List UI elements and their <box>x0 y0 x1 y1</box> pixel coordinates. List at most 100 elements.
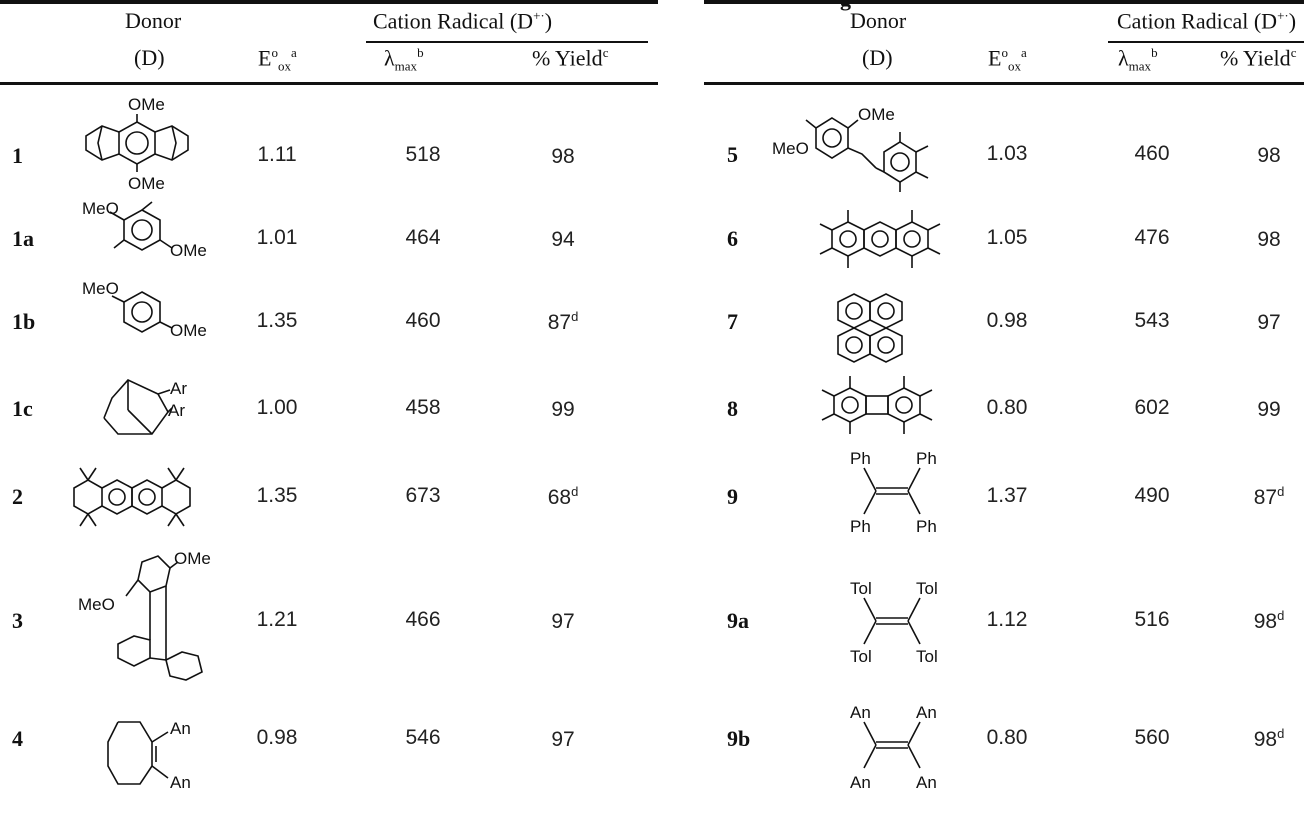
tol-label: Tol <box>916 579 938 598</box>
compound-id: 1a <box>12 226 34 251</box>
compound-id: 9b <box>727 726 751 751</box>
tol-label: Tol <box>850 579 872 598</box>
ome-label: OMe <box>174 549 211 568</box>
structure-9a: Tol Tol Tol Tol <box>850 579 938 666</box>
yield-value: 99 <box>551 398 575 421</box>
compound-id: 9a <box>727 608 749 633</box>
left-lambda-header: λmaxb <box>384 45 424 74</box>
eox-value: 1.37 <box>986 484 1028 507</box>
compound-id: 6 <box>727 226 738 251</box>
yield-value: 99 <box>1257 398 1281 421</box>
left-eox-header: Eooxa <box>258 45 297 74</box>
yield-value: 97 <box>1257 311 1281 334</box>
yield-value: 97 <box>551 728 575 751</box>
structure-7 <box>837 293 903 363</box>
lambda-value: 476 <box>1134 226 1170 249</box>
ome-label: OMe <box>128 174 165 193</box>
right-donor-header: Donor <box>850 8 907 33</box>
top-rule-left <box>0 0 658 4</box>
structure-3: OMe MeO <box>78 549 211 681</box>
structure-1c: Ar Ar <box>103 379 187 435</box>
left-header-rule <box>0 82 658 85</box>
compound-id: 2 <box>12 484 23 509</box>
lambda-value: 673 <box>405 484 441 507</box>
an-label: An <box>850 703 871 722</box>
compound-id: 1b <box>12 309 36 334</box>
tol-label: Tol <box>916 647 938 666</box>
right-cation-header: Cation Radical (D+·) <box>1117 8 1297 34</box>
yield-value: 98 <box>551 145 575 168</box>
title-fragment: g <box>840 0 851 12</box>
ar-label: Ar <box>168 401 185 420</box>
meo-label: MeO <box>82 279 119 298</box>
lambda-value: 490 <box>1134 484 1170 507</box>
eox-value: 0.98 <box>256 726 298 749</box>
right-cation-rule <box>1108 41 1304 43</box>
eox-value: 1.35 <box>256 309 298 332</box>
right-header-rule <box>704 82 1304 85</box>
right-donor-subheader: (D) <box>862 45 893 70</box>
left-yield-header: % Yieldc <box>532 45 609 71</box>
meo-label: MeO <box>772 139 809 158</box>
right-lambda-header: λmaxb <box>1118 45 1158 74</box>
lambda-value: 460 <box>405 309 441 332</box>
an-label: An <box>916 773 937 792</box>
eox-value: 1.00 <box>256 396 298 419</box>
compound-id: 1c <box>12 396 33 421</box>
ome-label: OMe <box>858 105 895 124</box>
an-label: An <box>170 773 191 792</box>
lambda-value: 560 <box>1134 726 1170 749</box>
yield-value: 97 <box>551 610 575 633</box>
lambda-value: 464 <box>405 226 441 249</box>
compound-id: 9 <box>727 484 738 509</box>
structure-5: OMe MeO <box>772 105 929 192</box>
eox-value: 1.05 <box>986 226 1028 249</box>
right-eox-header: Eooxa <box>988 45 1027 74</box>
structure-8 <box>821 376 933 434</box>
ph-label: Ph <box>916 449 937 468</box>
lambda-value: 518 <box>405 143 441 166</box>
compound-id: 5 <box>727 142 738 167</box>
eox-value: 1.35 <box>256 484 298 507</box>
ar-label: Ar <box>170 379 187 398</box>
eox-value: 0.80 <box>986 726 1028 749</box>
compound-id: 3 <box>12 608 23 633</box>
meo-label: MeO <box>82 199 119 218</box>
yield-value: 87d <box>547 309 579 334</box>
left-donor-header: Donor <box>125 8 182 33</box>
an-label: An <box>170 719 191 738</box>
ome-label: OMe <box>128 95 165 114</box>
eox-value: 1.21 <box>256 608 298 631</box>
compound-id: 8 <box>727 396 738 421</box>
lambda-value: 466 <box>405 608 441 631</box>
lambda-value: 602 <box>1134 396 1170 419</box>
structure-2 <box>73 467 191 527</box>
eox-value: 1.11 <box>257 143 297 166</box>
yield-value: 94 <box>551 228 575 251</box>
yield-value: 98d <box>1253 608 1285 633</box>
structure-1: OMe OMe <box>85 95 189 193</box>
eox-value: 0.98 <box>986 309 1028 332</box>
yield-value: 98d <box>1253 726 1285 751</box>
structure-9: Ph Ph Ph Ph <box>850 449 937 536</box>
lambda-value: 460 <box>1134 142 1170 165</box>
yield-value: 98 <box>1257 144 1281 167</box>
left-cation-header: Cation Radical (D+·) <box>373 8 553 34</box>
structure-1a: MeO OMe <box>82 199 207 260</box>
lambda-value: 516 <box>1134 608 1170 631</box>
an-label: An <box>850 773 871 792</box>
ph-label: Ph <box>850 449 871 468</box>
yield-value: 87d <box>1253 484 1285 509</box>
tol-label: Tol <box>850 647 872 666</box>
yield-value: 68d <box>547 484 579 509</box>
ph-label: Ph <box>850 517 871 536</box>
eox-value: 1.01 <box>256 226 298 249</box>
yield-value: 98 <box>1257 228 1281 251</box>
compound-id: 7 <box>727 309 738 334</box>
eox-value: 1.12 <box>986 608 1028 631</box>
meo-label: MeO <box>78 595 115 614</box>
structure-1b: MeO OMe <box>82 279 207 340</box>
ome-label: OMe <box>170 241 207 260</box>
structure-4: An An <box>107 719 191 792</box>
an-label: An <box>916 703 937 722</box>
